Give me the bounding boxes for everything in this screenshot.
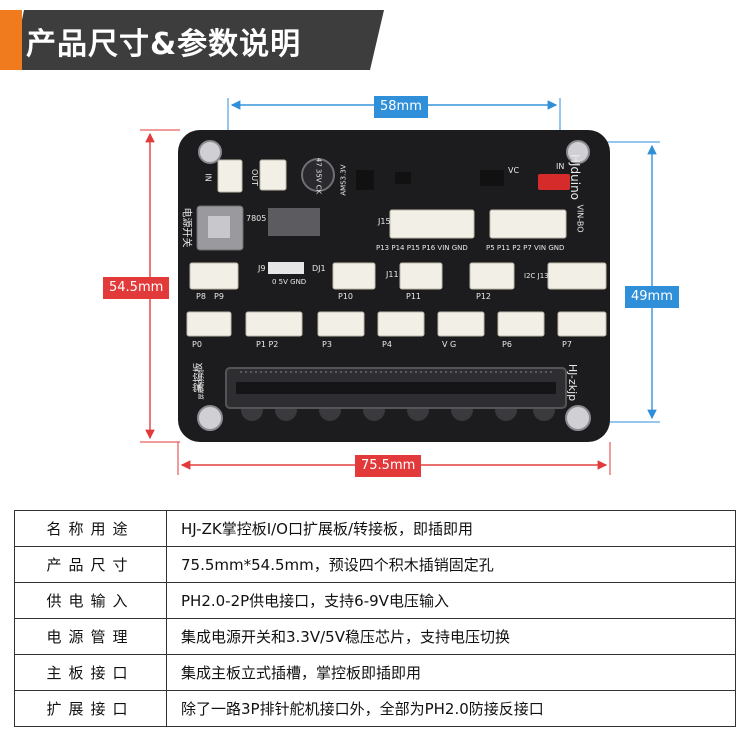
silk-p12: P12 xyxy=(476,292,492,301)
spec-value: 75.5mm*54.5mm，预设四个积木插销固定孔 xyxy=(166,546,736,583)
silk-p0: P0 xyxy=(192,340,202,349)
silk-pin-row2: P5 P11 P2 P7 VIN GND xyxy=(486,244,565,252)
board-diagram: IN OUT 电源开关 47 35V CK AMS3.3V 7805 J15 H… xyxy=(0,80,750,490)
spec-key: 供电输入 xyxy=(14,582,167,619)
silk-p8: P8 xyxy=(196,292,206,301)
silk-p7: P7 xyxy=(562,340,572,349)
silk-p4: P4 xyxy=(382,340,392,349)
spec-key: 主板接口 xyxy=(14,654,167,691)
dim-top-width: 58mm xyxy=(374,96,428,118)
silk-power-switch: 电源开关 xyxy=(180,207,192,248)
silk-cap: 47 35V CK xyxy=(314,157,323,195)
spec-key: 产品尺寸 xyxy=(14,546,167,583)
banner-accent-bar xyxy=(0,10,22,70)
spec-key: 扩展接口 xyxy=(14,690,167,727)
silk-in-right: IN xyxy=(556,162,565,171)
spec-row: 主板接口集成主板立式插槽，掌控板即插即用 xyxy=(14,654,736,691)
silk-out: OUT xyxy=(250,168,260,187)
spec-value: HJ-ZK掌控板I/O口扩展板/转接板，即插即用 xyxy=(166,510,736,547)
silk-zkb-sub: 屏幕朝方向 xyxy=(198,369,206,400)
silk-hjduino: HJduino xyxy=(568,153,583,201)
spec-value: 除了一路3P排针舵机接口外，全部为PH2.0防接反接口 xyxy=(166,690,736,727)
spec-value: 集成电源开关和3.3V/5V稳压芯片，支持电压切换 xyxy=(166,618,736,655)
spec-value: 集成主板立式插槽，掌控板即插即用 xyxy=(166,654,736,691)
silk-vc: VC xyxy=(508,166,520,175)
spec-key: 名称用途 xyxy=(14,510,167,547)
silk-pin-row1: P13 P14 P15 P16 VIN GND xyxy=(376,244,468,252)
silk-j15: J15 xyxy=(378,217,391,226)
dim-right-height: 49mm xyxy=(625,286,679,308)
silk-p1-p2: P1 P2 xyxy=(256,340,279,349)
silk-p6: P6 xyxy=(502,340,512,349)
silk-ams: AMS3.3V xyxy=(339,164,348,196)
dim-left-height: 54.5mm xyxy=(103,277,170,299)
spec-row: 扩展接口除了一路3P排针舵机接口外，全部为PH2.0防接反接口 xyxy=(14,690,736,727)
silk-j11: J11 xyxy=(386,270,399,279)
silk-hjzk: HJ-zkjp xyxy=(566,363,580,402)
dim-bottom-width: 75.5mm xyxy=(355,455,422,477)
header-banner: 产品尺寸&参数说明 xyxy=(0,10,385,70)
silk-i2c: I2C J13 xyxy=(524,272,549,280)
banner-background xyxy=(12,10,384,70)
silk-7805: 7805 xyxy=(246,214,267,223)
silk-vg: V G xyxy=(442,340,457,349)
silk-p3: P3 xyxy=(322,340,332,349)
silk-o5v: 0 5V GND xyxy=(272,278,307,286)
spec-row: 电源管理集成电源开关和3.3V/5V稳压芯片，支持电压切换 xyxy=(14,618,736,655)
silk-dj1: DJ1 xyxy=(312,264,326,273)
silk-p11: P11 xyxy=(406,292,422,301)
board-illustration xyxy=(140,98,660,475)
silk-p10: P10 xyxy=(338,292,354,301)
page-title: 产品尺寸&参数说明 xyxy=(26,27,302,62)
spec-value: PH2.0-2P供电接口，支持6-9V电压输入 xyxy=(166,582,736,619)
silk-p9: P9 xyxy=(214,292,224,301)
spec-key: 电源管理 xyxy=(14,618,167,655)
silk-vin-bo: VIN-BO xyxy=(575,204,585,233)
silk-j9: J9 xyxy=(258,264,266,273)
silk-in: IN xyxy=(203,173,213,182)
